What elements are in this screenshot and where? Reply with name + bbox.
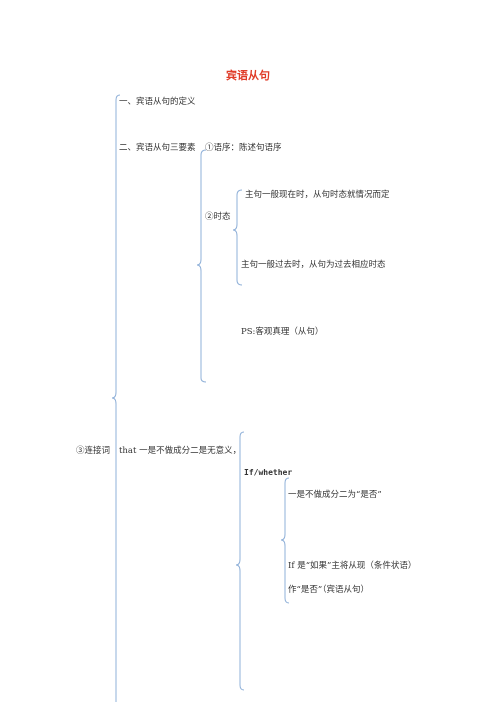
if-whether-item: If/whether [244, 468, 293, 477]
definition-item: 一、宾语从句的定义 [119, 97, 196, 107]
bracket-three-elements [196, 149, 207, 383]
bracket-main [111, 94, 121, 702]
bracket-that [235, 431, 245, 691]
ps-note: PS:客观真理（从句） [241, 327, 324, 337]
tense-present-item: 主句一般现在时，从句时态就情况而定 [245, 190, 390, 200]
if-object-item: 作“是否”（宾语从句） [288, 585, 369, 595]
three-elements-item: 二、宾语从句三要素 [119, 143, 196, 153]
tense-past-item: 主句一般过去时，从句为过去相应时态 [241, 260, 386, 270]
connectives-item: ③连接词 [76, 446, 111, 456]
if-whether-whether-item: 一是不做成分二为“是否” [288, 490, 382, 500]
if-condition-item: If 是“如果”主将从现（条件状语） [288, 561, 417, 571]
document-title: 宾语从句 [226, 69, 270, 82]
that-item: that 一是不做成分二是无意义， [119, 446, 242, 456]
bracket-tense [232, 189, 243, 286]
tense-item: ②时态 [205, 212, 231, 222]
bracket-if-whether [280, 477, 290, 604]
word-order-item: ①语序：陈述句语序 [205, 143, 282, 153]
